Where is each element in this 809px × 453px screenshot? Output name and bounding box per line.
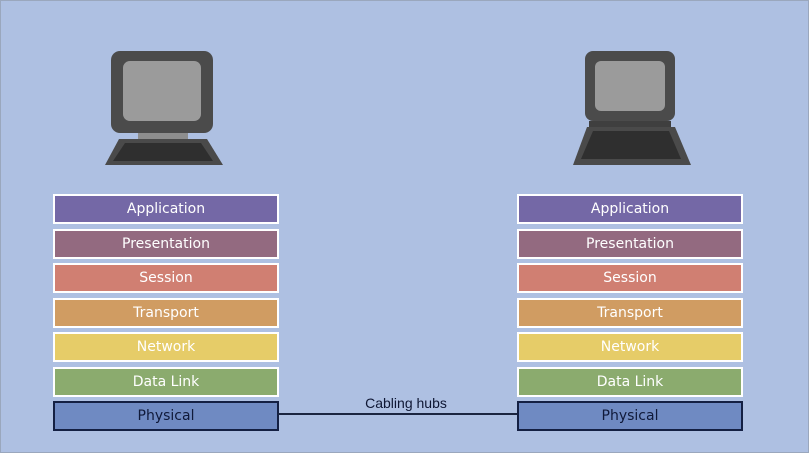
layer-physical: Physical <box>53 401 279 431</box>
monitor-stand <box>138 133 188 143</box>
cable-connection <box>278 413 517 415</box>
laptop-hinge <box>589 121 671 127</box>
layer-application: Application <box>517 194 743 224</box>
desktop-computer-icon <box>105 51 223 165</box>
layer-datalink: Data Link <box>517 366 743 397</box>
laptop-computer-icon <box>573 51 691 165</box>
cable-label: Cabling hubs <box>365 395 447 411</box>
layer-session: Session <box>53 263 279 293</box>
layer-transport: Transport <box>53 297 279 328</box>
layer-datalink: Data Link <box>53 366 279 397</box>
laptop-keyboard <box>581 131 681 159</box>
layer-session: Session <box>517 263 743 293</box>
layer-transport: Transport <box>517 297 743 328</box>
layer-application: Application <box>53 194 279 224</box>
layer-network: Network <box>517 332 743 362</box>
layer-physical: Physical <box>517 401 743 431</box>
layer-presentation: Presentation <box>53 228 279 259</box>
keyboard-keys <box>113 143 213 161</box>
layer-network: Network <box>53 332 279 362</box>
layer-presentation: Presentation <box>517 228 743 259</box>
laptop-screen <box>595 61 665 111</box>
monitor-screen <box>123 61 201 121</box>
